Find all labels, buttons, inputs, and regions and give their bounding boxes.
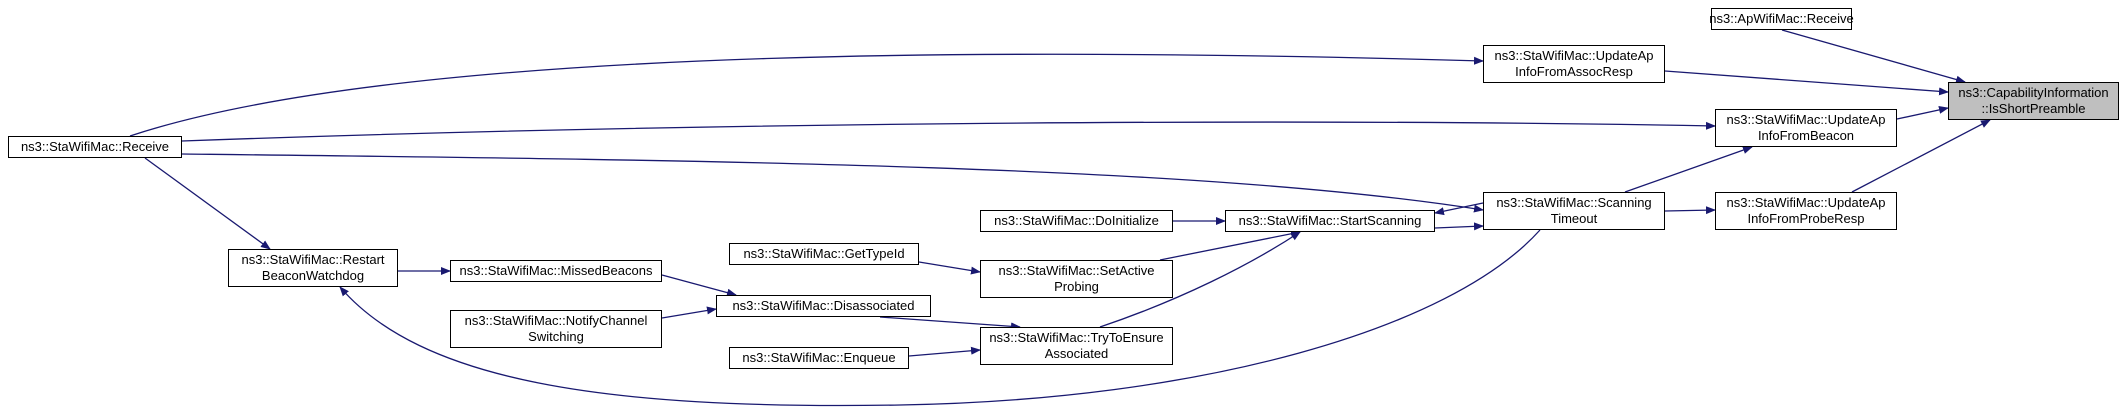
edge-notify-channel-to-disassociated: [661, 306, 717, 319]
node-label-line: ns3::StaWifiMac::DoInitialize: [994, 213, 1159, 228]
edge-sta-receive-to-restart-watchdog: [144, 157, 271, 250]
node-root: ns3::CapabilityInformation::IsShortPream…: [1948, 82, 2119, 120]
edge-scanning-timeout-to-update-beacon: [1624, 146, 1753, 193]
node-missed-beacons[interactable]: ns3::StaWifiMac::MissedBeacons: [450, 260, 662, 282]
edge-start-scanning-to-scanning-timeout: [1434, 222, 1484, 231]
edge-sta-receive-to-scanning-timeout: [181, 153, 1484, 213]
node-label-line: ns3::ApWifiMac::Receive: [1709, 11, 1854, 26]
node-enqueue[interactable]: ns3::StaWifiMac::Enqueue: [729, 347, 909, 369]
node-label-line: InfoFromAssocResp: [1515, 64, 1633, 79]
edge-update-probe-to-root: [1851, 119, 1991, 193]
node-get-type-id[interactable]: ns3::StaWifiMac::GetTypeId: [729, 243, 919, 265]
edge-try-to-ensure-to-start-scanning: [1099, 231, 1301, 328]
node-label-line: Probing: [1054, 279, 1099, 294]
node-label-line: Timeout: [1550, 211, 1598, 226]
node-label-line: ns3::StaWifiMac::UpdateAp: [1494, 48, 1654, 63]
edge-scanning-timeout-to-update-probe: [1664, 206, 1716, 215]
node-label-line: ns3::StaWifiMac::GetTypeId: [743, 246, 905, 261]
node-label-line: InfoFromProbeResp: [1747, 211, 1865, 226]
node-sta-receive[interactable]: ns3::StaWifiMac::Receive: [8, 136, 182, 158]
node-label-line: ns3::StaWifiMac::TryToEnsure: [989, 330, 1164, 345]
node-ap-receive[interactable]: ns3::ApWifiMac::Receive: [1709, 8, 1854, 30]
node-label-line: ::IsShortPreamble: [1981, 101, 2086, 116]
edge-enqueue-to-try-to-ensure: [908, 346, 981, 357]
node-label-line: ns3::StaWifiMac::Disassociated: [732, 298, 915, 313]
node-label-line: ns3::StaWifiMac::Receive: [20, 139, 170, 154]
node-label-line: BeaconWatchdog: [261, 268, 365, 283]
node-label-line: ns3::StaWifiMac::StartScanning: [1238, 213, 1422, 228]
node-label-line: ns3::CapabilityInformation: [1958, 85, 2109, 100]
node-label-line: ns3::StaWifiMac::Scanning: [1496, 195, 1652, 210]
edge-update-beacon-to-root: [1896, 105, 1949, 120]
node-label-line: InfoFromBeacon: [1757, 128, 1855, 143]
edge-sta-receive-to-update-assoc: [129, 53, 1484, 137]
edge-disassociated-to-try-to-ensure: [879, 316, 1021, 331]
edge-scanning-timeout-to-restart-watchdog: [339, 229, 1541, 407]
edge-update-assoc-to-root: [1664, 70, 1949, 96]
node-label-line: ns3::StaWifiMac::UpdateAp: [1726, 112, 1886, 127]
node-label-line: ns3::StaWifiMac::Restart: [241, 252, 385, 267]
node-label-line: ns3::StaWifiMac::NotifyChannel: [464, 313, 648, 328]
edge-get-type-id-to-set-active-probing: [918, 261, 981, 275]
node-label-line: ns3::StaWifiMac::UpdateAp: [1726, 195, 1886, 210]
node-label-line: ns3::StaWifiMac::MissedBeacons: [459, 263, 653, 278]
edge-missed-beacons-to-disassociated: [661, 274, 737, 297]
edge-set-active-probing-to-start-scanning: [1159, 229, 1301, 261]
node-disassociated[interactable]: ns3::StaWifiMac::Disassociated: [716, 295, 931, 317]
edge-ap-receive-to-root: [1781, 29, 1966, 84]
node-label-line: ns3::StaWifiMac::SetActive: [998, 263, 1155, 278]
edge-sta-receive-to-update-beacon: [181, 121, 1716, 142]
edge-scanning-timeout-to-start-scanning: [1434, 202, 1484, 216]
node-start-scanning[interactable]: ns3::StaWifiMac::StartScanning: [1225, 210, 1435, 232]
node-label-line: Associated: [1044, 346, 1109, 361]
node-label-line: Switching: [528, 329, 584, 344]
node-label-line: ns3::StaWifiMac::Enqueue: [742, 350, 896, 365]
node-do-initialize[interactable]: ns3::StaWifiMac::DoInitialize: [980, 210, 1173, 232]
